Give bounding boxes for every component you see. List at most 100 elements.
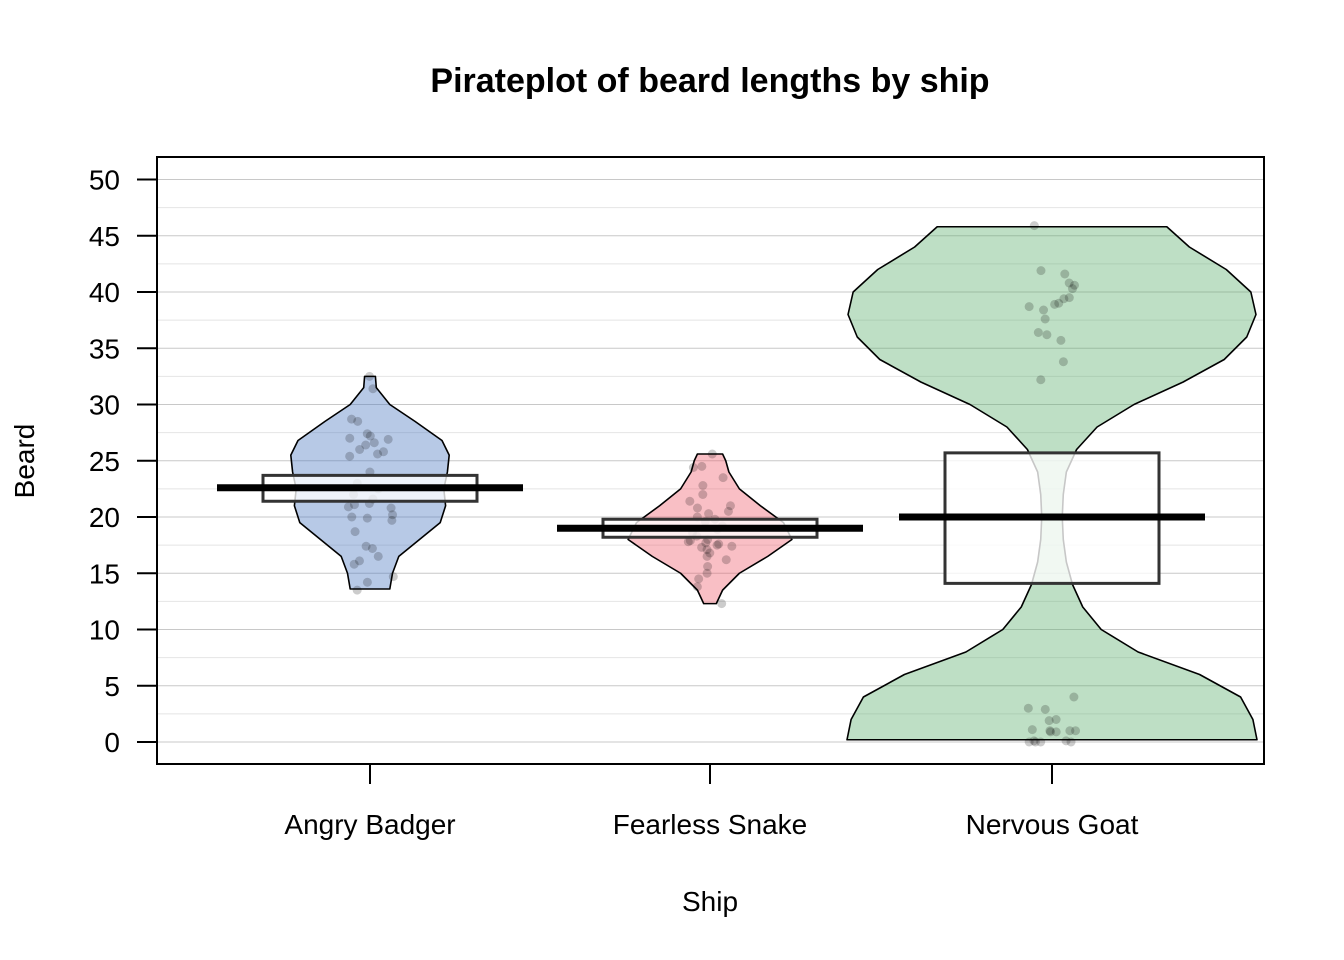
data-points: [343, 221, 1081, 747]
data-point: [1067, 284, 1077, 294]
data-point: [692, 582, 702, 592]
data-point: [1061, 736, 1071, 746]
data-point: [345, 433, 355, 443]
data-point: [386, 503, 396, 513]
data-point: [698, 481, 708, 490]
data-point: [1054, 298, 1064, 308]
data-point: [387, 515, 397, 525]
data-point: [388, 510, 398, 520]
data-point: [1066, 737, 1076, 747]
data-point: [373, 449, 383, 459]
data-point: [1071, 726, 1081, 736]
data-point: [347, 414, 357, 424]
data-point: [704, 509, 714, 519]
data-point: [1029, 736, 1039, 746]
data-point: [702, 545, 712, 555]
data-point: [702, 568, 712, 578]
data-point: [1036, 737, 1046, 747]
data-point: [1030, 737, 1040, 747]
data-point: [1044, 716, 1054, 726]
data-point: [367, 544, 377, 553]
x-tick-label: Angry Badger: [284, 809, 455, 840]
data-point: [365, 371, 375, 381]
y-tick-label: 15: [89, 558, 120, 589]
data-point: [705, 548, 715, 558]
y-tick-label: 30: [89, 390, 120, 421]
y-tick-label: 40: [89, 277, 120, 308]
data-point: [352, 585, 362, 595]
data-point: [1050, 299, 1060, 309]
data-point: [362, 429, 372, 439]
data-point: [1024, 302, 1034, 312]
data-point: [1045, 726, 1055, 736]
data-point: [727, 541, 737, 551]
x-axis: Angry Badger Fearless Snake Nervous Goat: [284, 764, 1139, 840]
data-point: [1065, 726, 1075, 736]
mean-lines: [217, 484, 1205, 532]
data-point: [347, 512, 357, 522]
y-tick-label: 50: [89, 165, 120, 196]
data-point: [1058, 357, 1068, 367]
data-point: [362, 577, 372, 587]
data-point: [723, 506, 733, 516]
data-point: [685, 496, 695, 506]
y-tick-label: 0: [104, 727, 120, 758]
data-point: [1069, 280, 1079, 290]
y-tick-label: 45: [89, 221, 120, 252]
data-point: [1023, 703, 1033, 713]
data-point: [698, 490, 708, 499]
chart-title: Pirateplot of beard lengths by ship: [430, 62, 989, 100]
x-tick-label: Nervous Goat: [966, 809, 1139, 840]
data-point: [717, 599, 727, 609]
data-point: [350, 527, 360, 537]
data-point: [1051, 715, 1061, 724]
data-point: [683, 537, 693, 547]
data-point: [355, 445, 365, 454]
data-point: [701, 538, 711, 548]
data-point: [353, 416, 363, 426]
data-point: [388, 572, 398, 582]
data-point: [1051, 727, 1061, 737]
data-point: [1042, 330, 1052, 340]
data-point: [1036, 266, 1046, 276]
data-point: [1069, 692, 1079, 702]
data-point: [1029, 221, 1039, 231]
x-tick-label: Fearless Snake: [613, 809, 808, 840]
data-point: [343, 502, 353, 512]
y-axis-label: Beard: [9, 424, 40, 499]
data-point: [349, 559, 359, 569]
data-point: [1036, 375, 1046, 385]
data-point: [345, 451, 355, 461]
data-point: [688, 463, 698, 472]
data-point: [1040, 314, 1050, 324]
data-point: [712, 540, 722, 550]
data-point: [1060, 269, 1070, 279]
data-point: [383, 434, 393, 444]
data-point: [702, 551, 712, 561]
data-point: [707, 449, 717, 459]
data-point: [1039, 305, 1049, 315]
data-point: [714, 539, 724, 549]
data-point: [1040, 704, 1050, 714]
data-point: [721, 555, 731, 565]
data-point: [362, 513, 372, 523]
data-point: [361, 541, 371, 551]
data-point: [368, 384, 378, 394]
data-point: [703, 562, 713, 571]
data-point: [1024, 737, 1034, 747]
data-point: [373, 551, 383, 561]
data-point: [694, 574, 704, 584]
data-point: [369, 438, 379, 448]
data-point: [1027, 725, 1037, 735]
data-point: [1046, 727, 1056, 737]
y-tick-label: 5: [104, 671, 120, 702]
data-point: [1059, 294, 1069, 304]
data-point: [379, 447, 389, 457]
data-point: [1033, 328, 1043, 337]
data-point: [365, 431, 375, 441]
y-tick-label: 25: [89, 446, 120, 477]
y-tick-label: 20: [89, 502, 120, 533]
data-point: [1064, 293, 1074, 303]
